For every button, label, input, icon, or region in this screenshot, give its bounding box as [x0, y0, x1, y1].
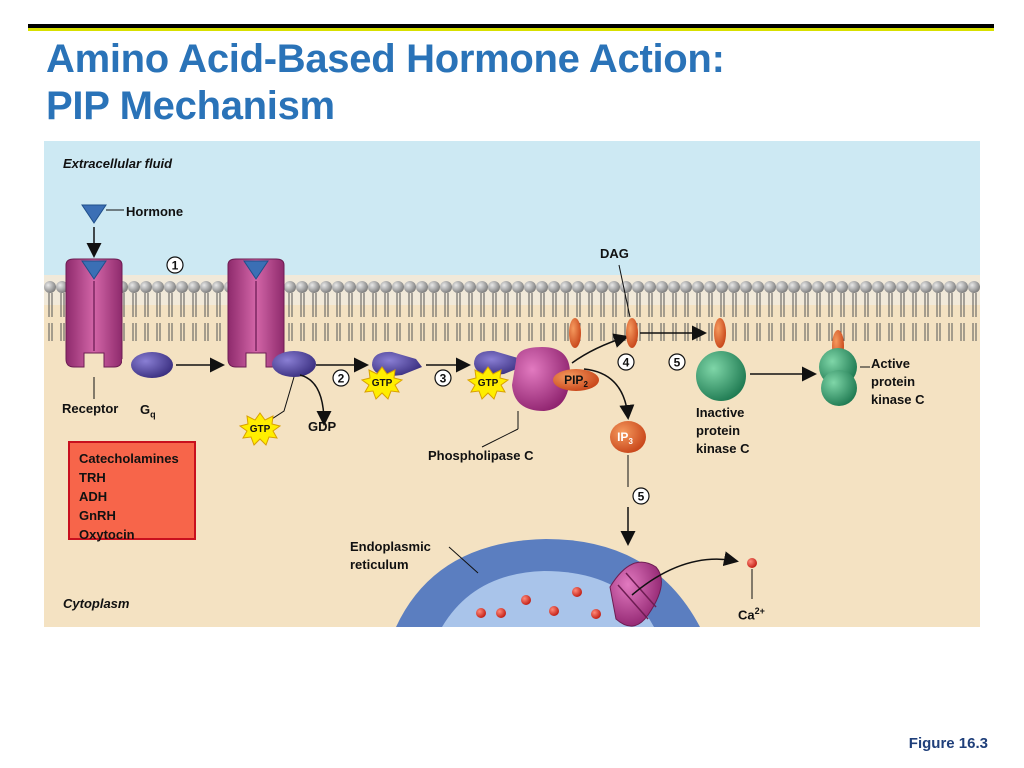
step-marker-2: 2 — [332, 369, 350, 387]
gtp-star-1 — [238, 412, 282, 446]
receptor-label: Receptor — [62, 401, 119, 416]
ip3-label: IP3 — [617, 430, 633, 446]
gq-protein-2 — [272, 351, 316, 377]
gtp-star-3 — [466, 366, 510, 400]
pip2 — [553, 369, 599, 391]
gtp-label-3: GTP — [478, 378, 499, 389]
dag-molecule-2 — [626, 318, 638, 348]
pip2-label: PIP2 — [564, 373, 588, 389]
title-line-2: PIP Mechanism — [46, 84, 335, 128]
diagram-svg: GTP GTP GTP — [44, 141, 980, 627]
hormone-examples-box: Catecholamines TRH ADH GnRH Oxytocin — [68, 441, 196, 542]
dag-label: DAG — [600, 246, 629, 261]
step-marker-1: 1 — [166, 256, 184, 274]
phospholipase-label: Phospholipase C — [428, 448, 534, 463]
calcium-ions-er — [476, 587, 601, 619]
svg-text:3: 3 — [440, 372, 447, 386]
figure-reference: Figure 16.3 — [908, 735, 988, 752]
active-pkc — [819, 348, 857, 406]
plasma-membrane — [44, 141, 980, 361]
arrow-pip2-to-ip3 — [583, 368, 635, 420]
gq-protein-1 — [131, 352, 173, 378]
step-marker-5a: 5 — [668, 353, 686, 371]
er-leader — [448, 546, 479, 574]
pip-mechanism-diagram: GTP GTP GTP — [44, 141, 980, 627]
hormone-example: Catecholamines — [79, 451, 179, 466]
hormone-example: TRH — [79, 470, 106, 485]
svg-text:1: 1 — [172, 259, 179, 273]
calcium-label: Ca2+ — [738, 606, 765, 623]
hormone-example: Oxytocin — [79, 527, 135, 542]
hormone-example: GnRH — [79, 508, 116, 523]
title-line-1: Amino Acid-Based Hormone Action: — [46, 37, 725, 81]
receptor-1 — [65, 258, 123, 368]
step-marker-3: 3 — [434, 369, 452, 387]
hormone-label: Hormone — [126, 204, 184, 219]
hormone-example: ADH — [79, 489, 108, 504]
svg-text:4: 4 — [623, 356, 630, 370]
inactive-pkc — [696, 351, 746, 401]
arrow-pip2-to-dag — [571, 333, 629, 364]
step-marker-4: 4 — [617, 353, 635, 371]
hormone-icon — [81, 204, 107, 224]
arrow-ca-release — [631, 551, 739, 596]
svg-text:5: 5 — [674, 356, 681, 370]
dag-leader — [618, 264, 631, 318]
title-bar-rule — [28, 24, 994, 28]
title-bar-accent — [28, 28, 994, 31]
ip3 — [610, 421, 646, 453]
dag-molecule-1 — [569, 318, 581, 348]
page-title: Amino Acid-Based Hormone Action: PIP Mec… — [46, 36, 725, 130]
svg-text:2: 2 — [338, 372, 345, 386]
calcium-ion-released — [747, 558, 757, 568]
extracellular-label: Extracellular fluid — [63, 156, 173, 171]
gdp-label: GDP — [308, 419, 337, 434]
cytoplasm-label: Cytoplasm — [63, 596, 130, 611]
dag-molecule-3 — [714, 318, 726, 348]
bound-hormone-1 — [81, 260, 107, 280]
step-marker-5b: 5 — [632, 487, 650, 505]
calcium-channel — [609, 561, 662, 627]
svg-text:5: 5 — [638, 490, 645, 504]
phospholipase-c — [512, 347, 570, 411]
gtp-star-2 — [360, 366, 404, 400]
gdp-release-arrow — [299, 374, 332, 426]
bound-hormone-2 — [243, 260, 269, 280]
gtp-label-1: GTP — [250, 424, 271, 435]
gq-label: Gq — [140, 402, 156, 420]
gtp-label-2: GTP — [372, 378, 393, 389]
